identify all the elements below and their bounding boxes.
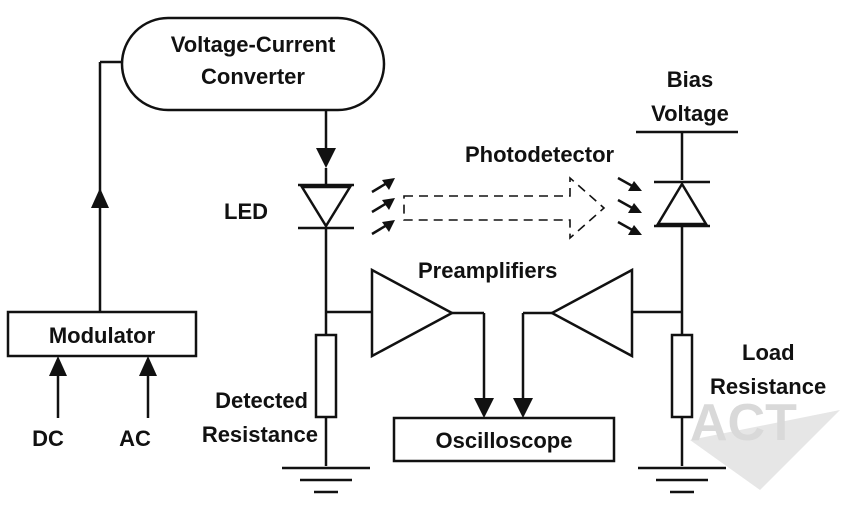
load-resistance-label-line1: Load xyxy=(742,340,795,365)
right-preamplifier-icon xyxy=(549,267,634,359)
detected-resistance-label-line2: Resistance xyxy=(202,422,318,447)
converter-label-line2: Converter xyxy=(201,64,305,89)
bias-voltage-rail xyxy=(636,130,738,180)
left-preamplifier-icon xyxy=(370,267,455,359)
voltage-current-converter-block: Voltage-Current Converter xyxy=(120,16,386,112)
oscilloscope-label: Oscilloscope xyxy=(436,428,573,453)
load-resistance-label-line2: Resistance xyxy=(710,374,826,399)
converter-label-line1: Voltage-Current xyxy=(171,32,336,57)
right-preamp-arrow-icon xyxy=(513,398,533,418)
preamplifiers-label: Preamplifiers xyxy=(418,258,557,283)
led-diode-icon xyxy=(298,183,354,230)
optical-path-dashed-arrow xyxy=(403,176,606,240)
ac-label: AC xyxy=(119,426,151,451)
led-emission-arrows-icon xyxy=(371,178,395,236)
bias-voltage-label-line1: Bias xyxy=(667,67,713,92)
left-preamp-arrow-icon xyxy=(474,398,494,418)
ac-input: AC xyxy=(119,356,157,451)
right-ground-icon xyxy=(638,466,726,494)
act-watermark: ACT xyxy=(690,394,840,490)
photodetector-diode-icon xyxy=(654,180,710,228)
up-arrow-icon xyxy=(91,188,109,208)
detected-resistor-icon xyxy=(314,333,338,419)
oscilloscope-block: Oscilloscope xyxy=(392,416,616,463)
left-preamp-output-wire xyxy=(452,311,486,400)
dc-label: DC xyxy=(32,426,64,451)
modulator-label: Modulator xyxy=(49,323,156,348)
svg-text:ACT: ACT xyxy=(690,394,797,452)
right-branch-wire xyxy=(632,226,684,466)
dc-input: DC xyxy=(32,356,67,451)
load-resistor-icon xyxy=(670,333,694,419)
modulator-to-converter-wire xyxy=(98,60,122,312)
left-branch-wire xyxy=(324,228,372,466)
detected-resistance-label-line1: Detected xyxy=(215,388,308,413)
left-ground-icon xyxy=(282,466,370,494)
modulator-block: Modulator xyxy=(6,310,198,358)
photodetector-label: Photodetector xyxy=(465,142,615,167)
bias-voltage-label-line2: Voltage xyxy=(651,101,729,126)
photodetector-incoming-arrows-icon xyxy=(617,176,642,235)
right-preamp-output-wire xyxy=(521,311,552,400)
led-label: LED xyxy=(224,199,268,224)
converter-to-led-wire xyxy=(316,110,336,185)
